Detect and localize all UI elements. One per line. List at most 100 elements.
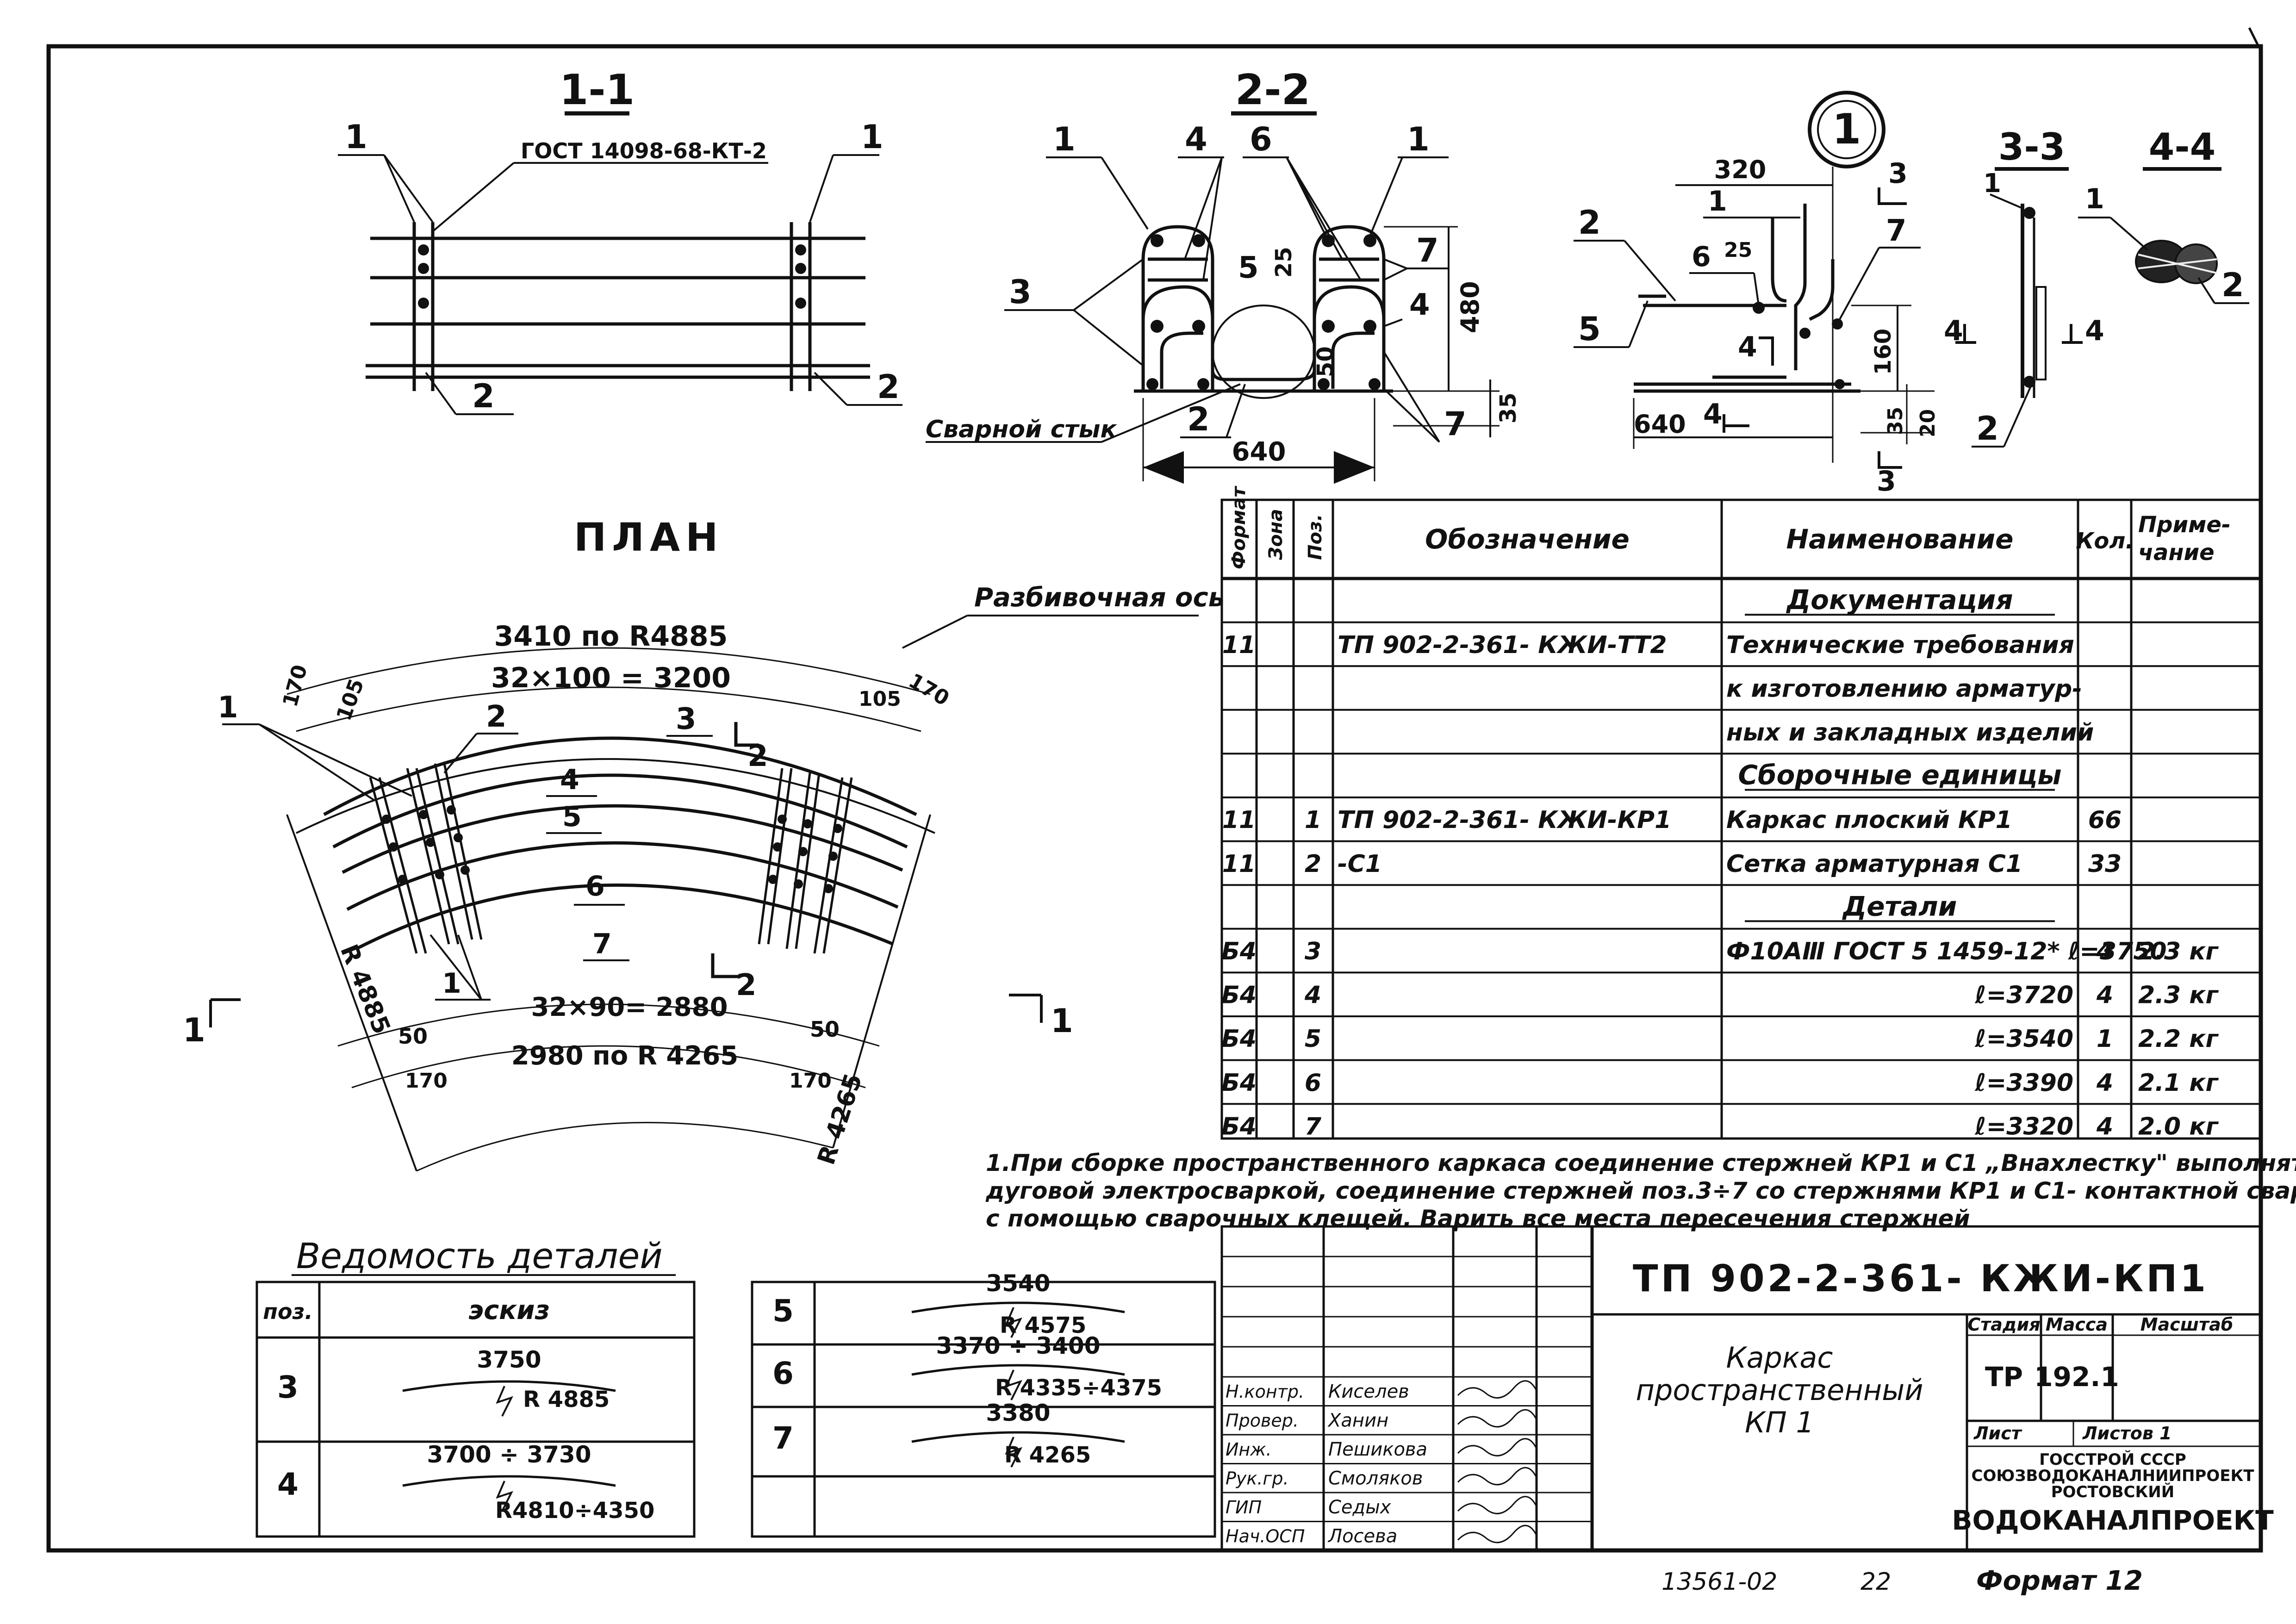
section-3-3-title: 3-3 [1998,125,2066,168]
signature-icon [1457,1496,1537,1514]
staff-name: Смоляков [1328,1468,1423,1489]
plan-dim-inner: 2980 по R 4265 [511,1041,739,1071]
s22-pos-4-right: 4 [1409,288,1430,322]
radius-arrow-icon [1005,1307,1022,1338]
plan-dim-105-left: 105 [332,676,368,724]
staff-role: ГИП [1226,1497,1262,1518]
staff-name: Седых [1328,1497,1391,1518]
spec-cell-pos: 1 [1305,806,1321,834]
spec-cell-note: 2.2 кг [2138,1025,2219,1053]
plan-pos-6: 6 [585,870,605,902]
s22-pos-6: 6 [1250,120,1272,158]
node-pos-7: 7 [1886,214,1907,248]
spec-header-qty: Кол. [2076,528,2134,554]
node-1-number: 1 [1832,105,1861,154]
spec-header-designation: Обозначение [1425,523,1630,555]
s22-dim-640: 640 [1232,437,1286,467]
staff-role: Инж. [1226,1439,1272,1460]
node-pos-6: 6 [1692,241,1711,273]
plan-dim-170-left: 170 [278,662,312,709]
detail-radius: R 4265 [1004,1442,1091,1468]
detail-length: 3370 ÷ 3400 [936,1332,1100,1359]
scale-header: Масштаб [2140,1314,2234,1335]
detail-radius: R4810÷4350 [495,1498,654,1524]
spec-cell-name: Ф10АⅢ ГОСТ 5 1459-12* ℓ=3750 [1726,938,2167,965]
s33-pos-2: 2 [1976,410,1999,448]
sheet-label: Лист [1973,1423,2022,1444]
s22-pos-7-bottom: 7 [1444,405,1467,443]
s11-pos-2-left: 2 [472,377,495,415]
plan-dim-outer: 3410 по R4885 [494,620,728,653]
weld-joint-label: Сварной стык [926,416,1118,443]
plan-cut-2-bottom: 2 [736,968,757,1002]
s22-pos-7-top: 7 [1416,231,1439,269]
node-pos-1: 1 [1708,185,1727,218]
signature-icon [1457,1524,1537,1543]
spec-cell-designation: -С1 [1338,850,1382,878]
spec-header-zone: Зона [1265,509,1287,560]
s22-dim-25: 25 [1271,247,1297,278]
s33-cut-4-right: 4 [2085,315,2104,347]
spec-cell-pos: 7 [1305,1113,1322,1140]
spec-cell-designation: ТП 902-2-361- КЖИ-КР1 [1338,806,1671,834]
node-dim-160: 160 [1870,329,1896,375]
org-line-1: ГОССТРОЙ СССР [2039,1450,2186,1469]
inventory-number: 13561-02 [1661,1568,1777,1596]
plan-dim-top: 32×100 = 3200 [491,662,731,694]
node-pos-5: 5 [1578,310,1601,348]
note-line-2: дуговой электросваркой, соединение стерж… [985,1177,2296,1204]
spec-cell-format: 11 [1222,806,1256,834]
spec-cell-name: ℓ=3540 [1974,1025,2073,1053]
details-header-sketch: эскиз [468,1295,550,1325]
detail-radius: R 4885 [523,1387,610,1412]
format-label: Формат 12 [1976,1565,2143,1596]
plan-pos-3: 3 [676,702,697,736]
spec-table: Формат Зона Поз. Обозначение Наименовани… [1220,485,2262,1140]
stage-value: ТР [1985,1361,2023,1393]
section-2-2: 2-2 1 4 6 1 3 5 25 7 4 [926,66,1521,484]
mass-value: 192.1 [2034,1361,2119,1393]
detail-pos: 3 [277,1369,299,1405]
radius-arrow-icon [1005,1369,1022,1400]
spec-header-note-2: чание [2138,540,2215,566]
spec-cell-format: Б4 [1221,1069,1257,1097]
spec-cell-pos: 6 [1305,1069,1321,1097]
node-dim-25: 25 [1724,238,1752,262]
spec-cell-name: ℓ=3720 [1974,982,2073,1009]
s22-dim-50: 50 [1313,346,1338,377]
s22-pos-1-left: 1 [1053,120,1076,158]
detail-pos: 7 [772,1420,794,1456]
plan-pos-5: 5 [562,801,582,833]
section-3-3: 3-3 1 2 4 4 [1944,125,2104,448]
detail-arc [911,1301,1125,1313]
footer-sheet-number: 22 [1860,1568,1891,1596]
drawing-name-3: КП 1 [1745,1406,1814,1439]
detail-length: 3380 [986,1400,1050,1426]
plan-pos-4: 4 [560,764,579,796]
detail-arc [911,1431,1125,1443]
staff-role: Н.контр. [1226,1381,1304,1402]
node-cut-3-bottom: 3 [1877,465,1896,498]
spec-cell-qty: 4 [2096,938,2113,965]
plan-cut-1-right: 1 [1051,1002,1073,1040]
spec-cell-note: 2.1 кг [2138,1069,2219,1097]
detail-radius: R 4575 [1000,1313,1086,1338]
s11-pos-2-right: 2 [877,368,900,406]
s44-pos-2: 2 [2221,266,2244,304]
notes: 1.При сборке пространственного каркаса с… [985,1150,2296,1232]
axis-label: Разбивочная ось [974,583,1225,613]
s22-dim-480: 480 [1456,281,1485,333]
signature-icon [1457,1409,1537,1428]
plan-dim-50-left: 50 [398,1024,428,1049]
plan-dim-170-right: 170 [905,669,953,710]
plan-pos-1-top: 1 [218,691,238,725]
node-dim-20: 20 [1916,409,1940,437]
spec-cell-pos: 3 [1305,938,1321,965]
spec-cell-name: ных и закладных изделий [1726,719,2094,747]
spec-cell-pos: 4 [1304,982,1321,1009]
section-4-4-title: 4-4 [2149,125,2216,168]
plan-view: ПЛАН Разбивочная ось 3410 по R4885 32×10… [183,515,1225,1172]
detail-arc [911,1364,1125,1376]
plan-radius-left: R 4885 [335,940,396,1038]
section-1-1-title: 1-1 [560,66,635,114]
